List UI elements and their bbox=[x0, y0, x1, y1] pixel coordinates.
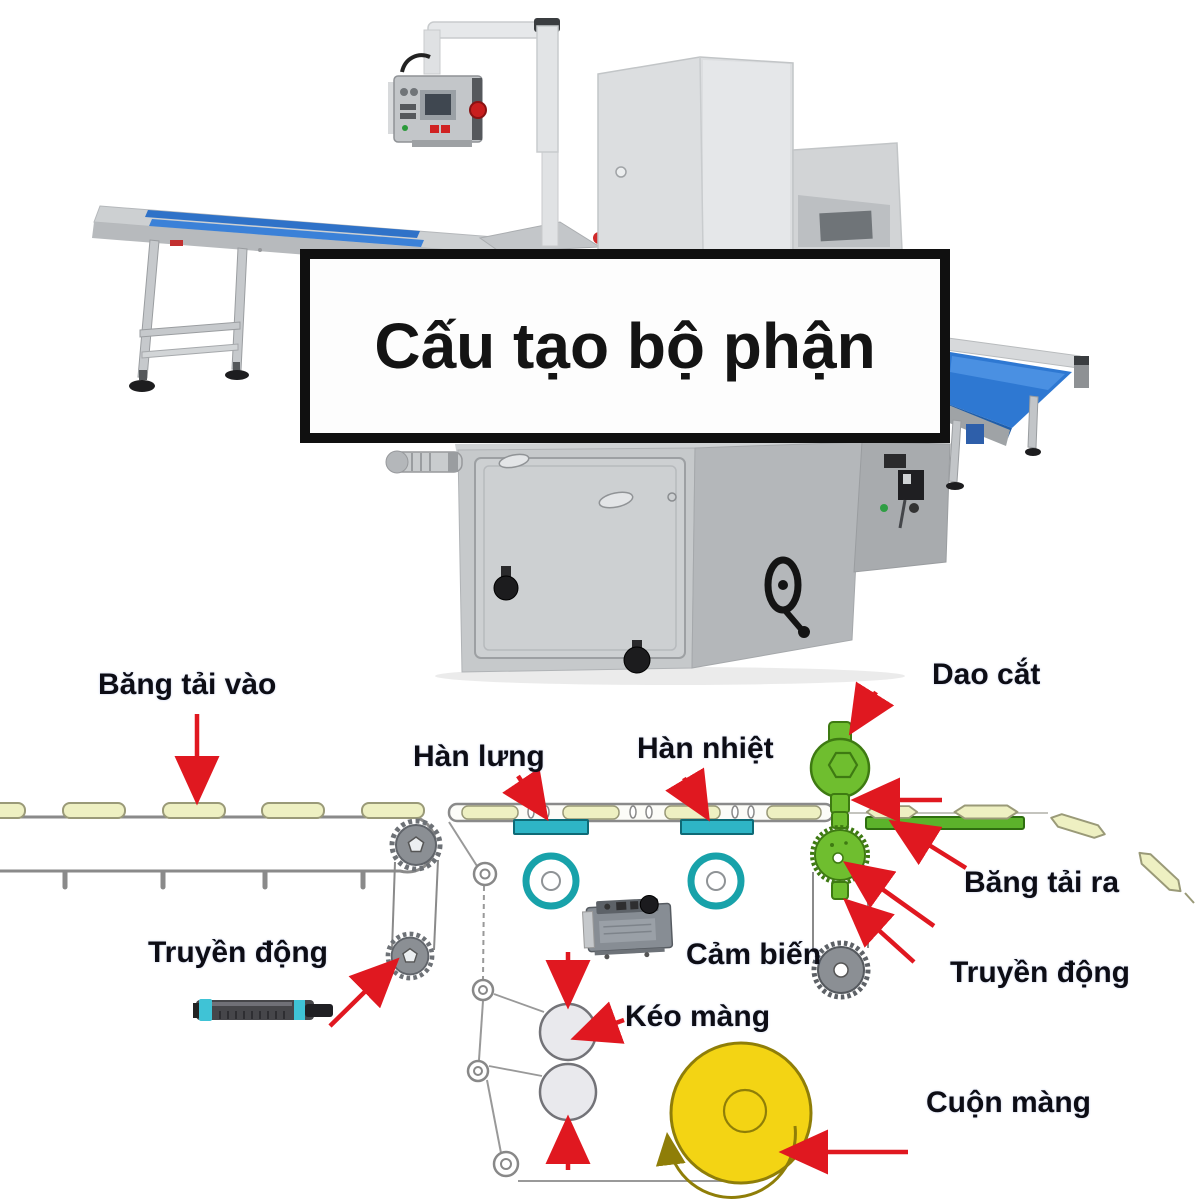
film-path bbox=[448, 821, 730, 1182]
emergency-stop-button bbox=[469, 101, 487, 119]
machine-photo-illustration bbox=[92, 18, 1089, 685]
machine-schematic bbox=[0, 681, 1195, 1199]
label-keo-mang: Kéo màng bbox=[625, 1000, 771, 1033]
photo-control-panel bbox=[388, 75, 487, 147]
label-truyen-dong-right: Truyền động bbox=[950, 956, 1130, 989]
sensor-lens bbox=[639, 894, 659, 914]
film-tube bbox=[447, 802, 835, 823]
arrow-truyen-dong-left bbox=[328, 957, 400, 1028]
handwheel bbox=[764, 556, 810, 638]
cutter-bottom bbox=[810, 811, 870, 900]
conveyor-legs bbox=[62, 869, 366, 890]
sensor-device bbox=[581, 894, 674, 960]
gear-icon bbox=[389, 818, 443, 872]
panel-red-button bbox=[430, 125, 439, 133]
film-roll bbox=[655, 1041, 813, 1199]
arrow-truyen-dong-right-2 bbox=[842, 897, 916, 964]
sealing-ring bbox=[687, 852, 745, 910]
film-pull-rollers bbox=[538, 1002, 598, 1122]
arrow-truyen-dong-right-1 bbox=[843, 861, 936, 928]
pneumatic-connectors bbox=[880, 454, 924, 529]
arrow-dao-cat bbox=[848, 681, 895, 736]
cabinet-handle bbox=[598, 491, 634, 509]
photo-infeed-conveyor bbox=[92, 205, 559, 392]
sealing-ring bbox=[522, 852, 580, 910]
annotation-arrows bbox=[174, 681, 968, 1175]
label-truyen-dong-left: Truyền động bbox=[148, 936, 328, 969]
arrow-bang-tai-ra bbox=[888, 819, 968, 870]
cabinet-handle bbox=[498, 453, 530, 469]
photo-machine-hood bbox=[541, 56, 903, 251]
title-box: Cấu tạo bộ phận bbox=[300, 249, 950, 443]
label-dao-cat: Dao cắt bbox=[932, 658, 1041, 691]
arrow-keo-mang bbox=[570, 1001, 625, 1044]
label-bang-tai-ra: Băng tải ra bbox=[964, 866, 1120, 899]
caster-wheel bbox=[493, 566, 519, 601]
products-on-belt bbox=[0, 802, 425, 819]
crank-shaft bbox=[385, 450, 463, 474]
heat-seal-bar bbox=[680, 819, 754, 835]
panel-red-button bbox=[441, 125, 450, 133]
label-han-nhiet: Hàn nhiệt bbox=[637, 732, 774, 765]
gear-icon bbox=[385, 931, 435, 981]
photo-base-cabinet bbox=[385, 440, 951, 685]
cutter-top bbox=[809, 721, 871, 814]
arrow-han-lung bbox=[502, 767, 549, 822]
photo-control-arm bbox=[400, 18, 560, 153]
drive-shaft bbox=[193, 999, 333, 1021]
arrow-han-nhiet bbox=[665, 767, 710, 822]
title-text: Cấu tạo bộ phận bbox=[374, 310, 876, 382]
infeed-drive-gears bbox=[385, 818, 443, 981]
gear-icon bbox=[811, 940, 871, 1000]
diagram-infeed-conveyor bbox=[0, 802, 437, 890]
photo-outfeed-conveyor bbox=[942, 337, 1089, 490]
wrapped-packages bbox=[865, 804, 1195, 904]
label-cam-bien: Cảm biến bbox=[686, 938, 822, 971]
back-seal-bar bbox=[513, 819, 589, 835]
panel-cable bbox=[400, 53, 431, 73]
label-cuon-mang: Cuộn màng bbox=[926, 1086, 1091, 1119]
caster-wheel bbox=[623, 640, 651, 674]
label-bang-tai-vao: Băng tải vào bbox=[98, 668, 277, 701]
conveyor-red-tag bbox=[170, 240, 183, 246]
film-guide-pulleys bbox=[466, 861, 520, 1178]
label-han-lung: Hàn lưng bbox=[413, 740, 545, 773]
